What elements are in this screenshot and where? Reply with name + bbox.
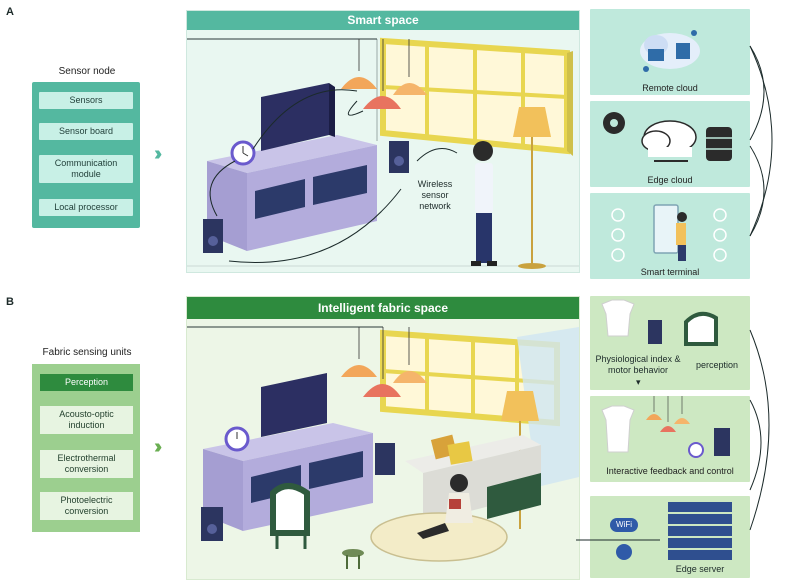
snowflake-icon	[611, 248, 625, 262]
chevron-right-icon: ››	[154, 143, 163, 165]
person-icon	[471, 141, 497, 266]
smart-terminal-card: Smart terminal	[590, 193, 750, 279]
server-rack-icon	[668, 502, 732, 560]
physio-label: Physiological index & motor behavior	[595, 354, 681, 375]
floor-lamp-icon	[513, 107, 551, 269]
edge-cloud-card: Edge cloud	[590, 101, 750, 187]
remote-cloud-card: Remote cloud	[590, 9, 750, 95]
smart-space-scene: Smart space	[186, 10, 580, 273]
edge-cloud-label: Edge cloud	[647, 175, 693, 185]
bluetooth-icon	[616, 544, 632, 560]
tv-icon	[261, 373, 327, 437]
cushion-icon	[447, 441, 473, 465]
ceiling-lamp-icon	[646, 396, 690, 432]
sensor-node-item: Sensors	[39, 92, 133, 109]
tv-cabinet-icon	[207, 135, 377, 251]
database-icon	[706, 127, 732, 161]
alarm-clock-icon	[230, 140, 256, 166]
fabric-space-title: Intelligent fabric space	[187, 297, 579, 319]
smart-space-illustration	[187, 37, 579, 269]
remote-cloud-label: Remote cloud	[642, 83, 698, 93]
wifi-badge: WiFi	[610, 518, 638, 532]
cloud-link-arrows	[749, 45, 773, 237]
chevron-right-icon: ››	[154, 436, 163, 458]
sensor-node-box: Sensors Sensor board Communication modul…	[32, 82, 140, 228]
remote-cloud-icon	[640, 30, 700, 72]
ceiling-lamp-icon	[341, 327, 427, 397]
speaker-icon	[375, 443, 395, 475]
feedback-card: Interactive feedback and control	[590, 396, 750, 482]
smart-terminal-icon	[653, 204, 687, 261]
fabric-unit-item: Perception	[40, 374, 133, 391]
sofa-icon	[405, 434, 541, 523]
phone-icon	[713, 248, 727, 262]
edge-server-card: WiFi Edge server	[590, 496, 750, 578]
fabric-space-illustration	[187, 326, 579, 569]
sensor-node-title: Sensor node	[58, 66, 116, 77]
wifi-icon	[611, 208, 625, 222]
tshirt-icon	[601, 299, 635, 337]
fabric-link-arrows	[576, 329, 770, 541]
fabric-units-title: Fabric sensing units	[42, 347, 132, 358]
feedback-label: Interactive feedback and control	[606, 466, 734, 476]
alarm-clock-icon	[224, 426, 250, 452]
smart-space-title: Smart space	[187, 11, 579, 30]
reading-person-icon	[417, 474, 473, 539]
droplet-icon	[713, 208, 727, 222]
speaker-icon	[714, 428, 730, 456]
book-icon	[449, 499, 461, 509]
tshirt-icon	[601, 405, 635, 453]
edge-cloud-icon	[641, 120, 697, 162]
lock-icon	[713, 228, 727, 242]
panel-b-label: B	[6, 296, 14, 308]
armchair-icon	[684, 311, 718, 346]
armchair-icon	[270, 483, 310, 549]
window-icon	[380, 37, 573, 156]
sensor-node-item: Communication module	[39, 155, 133, 183]
fabric-space-scene: Intelligent fabric space	[186, 296, 580, 580]
panel-a-label: A	[6, 6, 14, 18]
tv-icon	[261, 83, 335, 151]
stool-icon	[342, 549, 364, 569]
edge-server-label: Edge server	[675, 564, 725, 574]
fabric-unit-item: Electrothermal conversion	[40, 450, 133, 478]
sensor-node-item: Local processor	[39, 199, 133, 216]
down-arrow-icon: ▾	[636, 377, 641, 387]
thermometer-icon	[611, 228, 625, 242]
ceiling-lamp-icon	[341, 39, 427, 109]
fabric-unit-item: Acousto-optic induction	[40, 406, 133, 434]
speaker-icon	[648, 320, 662, 344]
rug-icon	[370, 512, 508, 562]
perception-label: perception	[695, 360, 739, 370]
smart-terminal-label: Smart terminal	[640, 267, 700, 277]
alarm-clock-icon	[688, 442, 704, 458]
sensor-node-item: Sensor board	[39, 123, 133, 140]
fabric-unit-item: Photoelectric conversion	[40, 492, 133, 520]
gear-icon	[603, 112, 625, 134]
fabric-units-box: Perception Acousto-optic induction Elect…	[32, 364, 140, 532]
wireless-network-label: Wireless sensor network	[417, 179, 453, 211]
perception-card: Physiological index & motor behavior per…	[590, 296, 750, 390]
